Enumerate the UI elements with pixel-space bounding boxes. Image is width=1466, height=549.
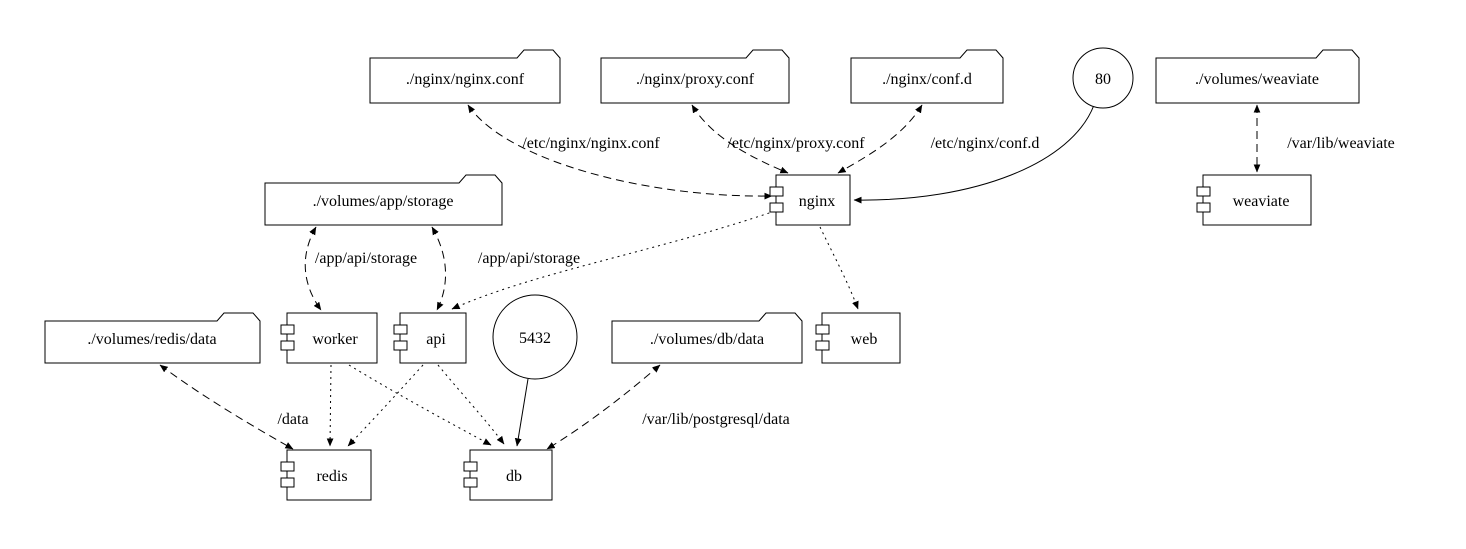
component-icon [815,340,830,351]
component-icon [815,324,830,335]
port-circle-icon [1072,47,1134,109]
node-folder-nginx-conf: ./nginx/nginx.conf [369,49,561,104]
component-icon [280,477,295,488]
node-label: web [851,331,878,348]
node-label: ./nginx/nginx.conf [406,71,525,88]
folder-icon [264,174,503,226]
node-label: ./volumes/weaviate [1195,71,1319,88]
component-icon [280,324,295,335]
folder-icon [850,49,1004,104]
edge-label-db-mount: /var/lib/postgresql/data [642,411,790,428]
node-service-db: db [463,449,553,501]
edge-label-api-storage-mount: /app/api/storage [478,250,580,267]
component-icon [463,477,478,488]
node-service-worker: worker [280,312,378,364]
node-port-5432: 5432 [492,294,578,380]
node-service-api: api [393,312,467,364]
node-service-redis: redis [280,449,372,501]
node-label: 80 [1095,71,1111,88]
folder-icon [611,312,803,364]
node-folder-proxy-conf: ./nginx/proxy.conf [600,49,790,104]
node-folder-app-storage: ./volumes/app/storage [264,174,503,226]
component-icon [280,340,295,351]
node-folder-volumes-weaviate: ./volumes/weaviate [1155,49,1360,104]
edge-nginx-confd [837,104,923,174]
node-service-web: web [815,312,901,364]
node-folder-db-data: ./volumes/db/data [611,312,803,364]
component-box [286,449,372,501]
node-label: ./volumes/db/data [650,331,764,348]
edge-port5432-db [514,378,529,447]
node-label: ./volumes/redis/data [87,331,216,348]
folder-icon [369,49,561,104]
node-folder-redis-data: ./volumes/redis/data [44,312,261,364]
component-icon [1196,202,1211,213]
edge-label-nginx-conf-mount: /etc/nginx/nginx.conf [522,135,660,152]
edge-label-weaviate-mount: /var/lib/weaviate [1287,135,1395,152]
component-box [469,449,553,501]
node-label: ./nginx/proxy.conf [636,71,755,88]
component-box [1202,174,1312,226]
edge-worker-db [348,364,492,446]
node-label: weaviate [1233,193,1290,210]
node-label: db [506,468,522,485]
node-label: ./nginx/conf.d [882,71,972,88]
component-icon [769,202,784,213]
edge-label-proxy-conf-mount: /etc/nginx/proxy.conf [727,135,865,152]
component-icon [463,461,478,472]
node-label: 5432 [519,330,551,347]
edge-label-redis-mount: /data [277,411,308,428]
edge-api-storage [431,226,446,311]
component-icon [393,324,408,335]
component-box [821,312,901,364]
folder-icon [44,312,261,364]
node-label: api [426,331,446,348]
edge-api-db [437,364,505,445]
component-icon [769,186,784,197]
edges-layer [159,104,1261,450]
component-box [399,312,467,364]
folder-icon [600,49,790,104]
component-icon [280,461,295,472]
edge-port80-nginx [853,104,1095,204]
edge-api-redis [347,364,424,447]
node-folder-conf-d: ./nginx/conf.d [850,49,1004,104]
edge-nginx-web [819,226,859,310]
node-label: worker [312,331,358,348]
node-label: redis [316,468,347,485]
edge-label-worker-storage-mount: /app/api/storage [315,250,417,267]
component-box [775,174,851,226]
edge-worker-storage [304,226,322,311]
node-port-80: 80 [1072,47,1134,109]
component-icon [393,340,408,351]
node-service-weaviate: weaviate [1196,174,1312,226]
edge-worker-redis [326,364,334,447]
component-box [286,312,378,364]
edge-nginx-proxyconf [691,104,789,174]
node-label: ./volumes/app/storage [313,193,454,210]
node-label: nginx [799,193,835,210]
nodes-layer: ./nginx/nginx.conf ./nginx/proxy.conf ./… [44,47,1360,501]
edge-nginx-nginxconf [467,104,773,200]
edge-redis-volume [159,364,294,450]
edge-label-confd-mount: /etc/nginx/conf.d [931,135,1040,152]
port-circle-icon [492,294,578,380]
node-service-nginx: nginx [769,174,851,226]
edge-nginx-api [451,210,776,310]
component-icon [1196,186,1211,197]
edge-labels-layer: /etc/nginx/nginx.conf /etc/nginx/proxy.c… [277,135,1394,428]
edge-db-volume [546,364,661,450]
folder-icon [1155,49,1360,104]
